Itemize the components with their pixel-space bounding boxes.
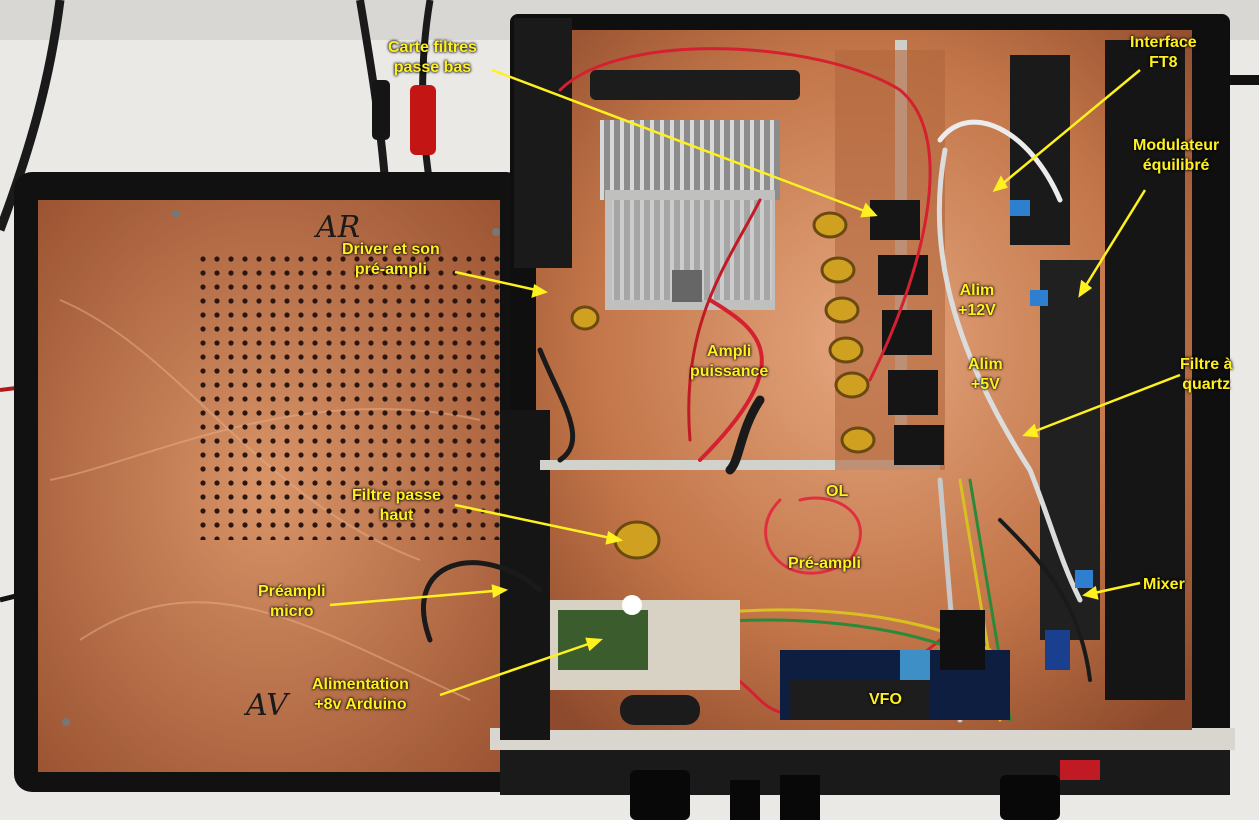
handwritten-ar: AR (316, 210, 361, 245)
label-preampli-micro: Préampli micro (258, 583, 326, 620)
label-alim-12v: Alim +12V (958, 282, 996, 319)
handwritten-av: AV (246, 688, 288, 723)
label-alim-5v: Alim +5V (968, 356, 1003, 393)
front-knobs (630, 760, 1100, 820)
label-modulateur: Modulateur équilibré (1133, 137, 1220, 174)
label-ol: OL (826, 483, 849, 500)
lid-panel (14, 172, 524, 792)
label-ampli: Ampli puissance (690, 343, 769, 380)
label-alimentation: Alimentation +8v Arduino (312, 676, 409, 713)
callout-lines (329, 68, 1181, 697)
label-filtre-quartz: Filtre à quartz (1180, 356, 1233, 393)
label-carte-filtres: Carte filtres passe bas (388, 39, 477, 76)
label-mixer: Mixer (1143, 576, 1185, 593)
heatsink (590, 70, 800, 310)
toroids (570, 211, 876, 560)
label-filtre-passe-haut: Filtre passe haut (352, 487, 441, 524)
modules (550, 200, 1093, 725)
label-preampli: Pré-ampli (788, 555, 861, 572)
label-vfo: VFO (869, 691, 902, 708)
label-interface-ft8: Interface FT8 (1130, 34, 1197, 71)
label-driver: Driver et son pré-ampli (342, 241, 440, 278)
